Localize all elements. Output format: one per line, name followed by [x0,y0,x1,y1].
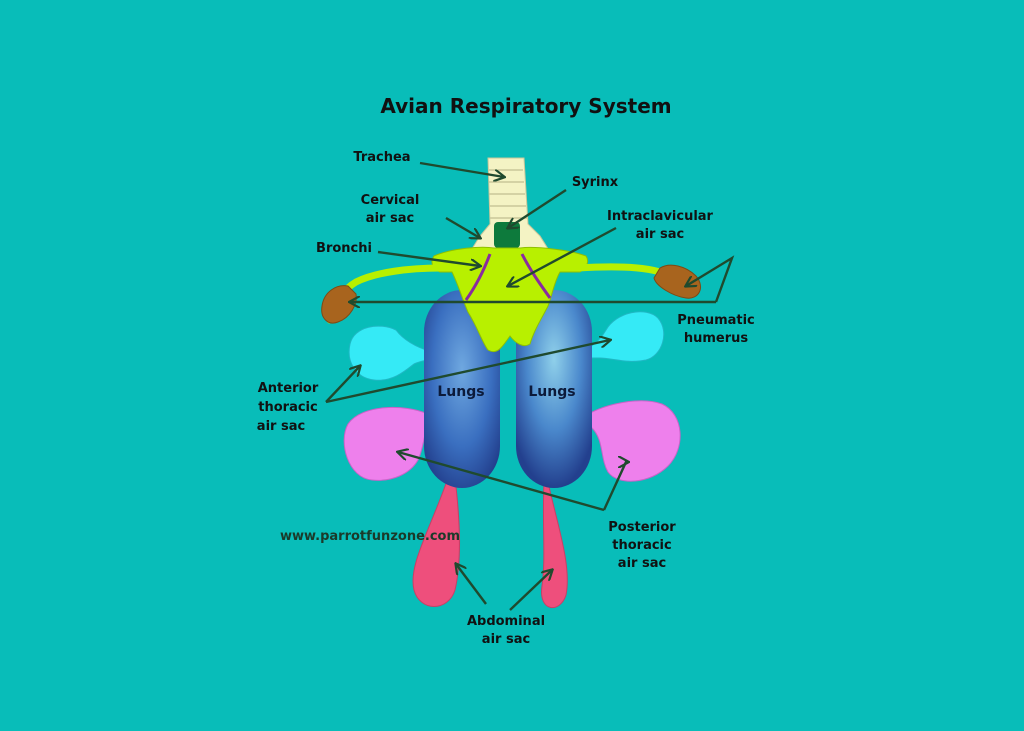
label-lungs-left: Lungs [437,384,484,400]
arrow-bronchi [377,250,480,266]
bronchus-stripe-right [520,253,552,299]
label-pneumatic-line2: humerus [684,331,749,346]
label-cervical-line1: Cervical [361,193,420,208]
arrow-intraclavicular [508,226,617,286]
label-pneumatic-line1: Pneumatic [677,313,755,328]
anterior-thoracic-air-sac-right [577,311,665,362]
label-abdominal-line2: air sac [482,632,530,647]
label-anterior-line3: air sac [257,419,305,434]
lung-right [516,290,592,488]
label-bronchi: Bronchi [316,241,372,256]
lung-left [424,290,500,488]
label-anterior-line1: Anterior [258,381,319,396]
website-watermark: www.parrotfunzone.com [280,529,460,544]
bronchus-stripe-left [464,253,492,301]
label-syrinx: Syrinx [572,175,619,190]
abdominal-air-sac-right [541,481,568,609]
label-trachea: Trachea [353,150,410,165]
pneumatic-humerus-right [653,264,701,299]
arrows [325,161,735,611]
pneumatic-humerus-left [321,285,357,324]
arrow-posterior-left [398,452,605,512]
posterior-thoracic-air-sac-right [581,400,681,482]
label-posterior-line3: air sac [618,556,666,571]
label-intraclavicular-line2: air sac [636,227,684,242]
trachea [469,157,551,253]
anterior-thoracic-air-sac-left [348,325,437,381]
arrow-cervical [445,216,480,238]
arrow-abdominal-left [456,564,487,605]
arrow-trachea [419,161,504,177]
diagram-title: Avian Respiratory System [380,94,671,118]
label-cervical-line2: air sac [366,211,414,226]
intraclavicular-air-sac [431,246,589,352]
label-intraclavicular-line1: Intraclavicular [607,209,714,224]
syrinx [494,222,520,248]
arrow-syrinx [508,188,567,228]
label-lungs-right: Lungs [528,384,575,400]
posterior-thoracic-air-sac-left [343,406,431,481]
label-posterior-line2: thoracic [612,538,671,553]
arrow-pneumatic-right [686,255,735,303]
arrow-anterior-right [325,340,610,404]
label-abdominal-line1: Abdominal [467,614,545,629]
label-posterior-line1: Posterior [608,520,676,535]
abdominal-air-sac-left [412,477,461,607]
arrow-anterior-left [325,366,360,403]
label-anterior-line2: thoracic [258,400,317,415]
arrow-posterior-right [602,462,628,511]
arrow-abdominal-right [509,570,552,611]
